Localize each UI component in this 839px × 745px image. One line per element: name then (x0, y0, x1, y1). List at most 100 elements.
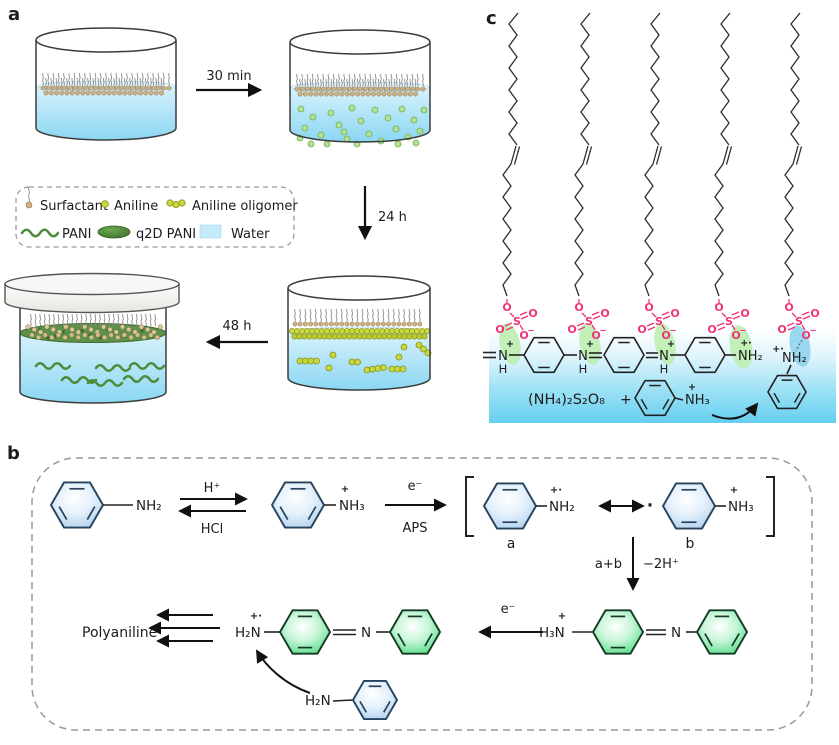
sulfate-atom: O (600, 307, 609, 320)
dimer-radical-cation: H₂N +· N (235, 609, 441, 655)
bracket-close (766, 476, 775, 537)
aps-oxidant-row: (NH₄)₂S₂O₈ + NH₃ + (528, 379, 759, 420)
sulfate-atom: O (707, 323, 716, 336)
terminal-radical-cation: +· (740, 338, 752, 349)
anilinium-radical-cation: +· (772, 344, 784, 355)
attack-curved-arrow-2 (255, 649, 311, 694)
n2-atom: N (578, 349, 588, 364)
anilinium-ion-paired: +· NH₂ (767, 339, 807, 410)
label-a: a (507, 536, 516, 552)
petri-lid (4, 272, 180, 314)
aniline-oligomers (296, 341, 432, 374)
alkyl-chain (784, 12, 803, 297)
benzene-ring (696, 609, 748, 655)
electrostatic-pairing-highlight (789, 325, 811, 367)
sulfate-atom: S (513, 315, 521, 328)
quinoid-ring (279, 609, 331, 655)
anilinium-nh3: NH₃ (339, 498, 365, 514)
quinoid-ring (592, 609, 644, 655)
coupling-step: a+b −2H⁺ (595, 537, 679, 591)
sulfate-atom: O (777, 323, 786, 336)
resonance-a-radical-cation: +· (550, 485, 562, 496)
surfactant-monolayer (25, 313, 163, 340)
protonated-dimer: H₃N + N (539, 609, 748, 655)
oxidation-step-2: e⁻ (478, 602, 543, 639)
polyaniline-label: Polyaniline (82, 625, 157, 641)
sulfate-atom: O (810, 307, 819, 320)
anilinium-charge: + (341, 484, 349, 495)
pani-chains (34, 362, 166, 387)
benzene-ring (767, 374, 807, 410)
aniline-ring-2 (352, 679, 398, 721)
water-icon (199, 224, 222, 239)
hcl-label: HCl (201, 522, 223, 537)
sulfate-atom: O (644, 301, 653, 314)
dimer-h3n-charge: + (558, 611, 566, 622)
sulfate-atom: S (725, 315, 733, 328)
legend-aniline-oligomer-label: Aniline oligomer (192, 199, 298, 214)
sulfate-atom: − (669, 326, 676, 336)
sulfate-atom: − (599, 326, 606, 336)
mechanism-box (31, 457, 813, 731)
n1-atom: N (498, 349, 508, 364)
alkyl-chain (714, 12, 733, 297)
panel-c-label: c (486, 8, 497, 29)
sulfate-atom: O (519, 329, 528, 342)
sulfate-atom: O (670, 307, 679, 320)
surfactant-monolayer (292, 308, 423, 327)
benzene-ring (684, 336, 726, 374)
surfactant-icon (25, 186, 33, 209)
sulfate-atom: O (731, 329, 740, 342)
propagation-step: Polyaniline (82, 608, 220, 648)
n2-charge: + (586, 339, 594, 350)
aniline-icon (101, 200, 109, 208)
sulfate-atom: O (574, 301, 583, 314)
alkyl-chain (644, 12, 663, 297)
aps-label: APS (403, 521, 428, 536)
radical-cation-ring-b (662, 482, 716, 530)
radical-cation-ring-a (483, 482, 537, 530)
sulfate-atom: − (739, 326, 746, 336)
sulfate-atom: O (784, 301, 793, 314)
legend-q2d-pani-label: q2D PANI (136, 227, 196, 242)
sulfate-atom: − (527, 326, 534, 336)
minus-2h-label: −2H⁺ (643, 557, 679, 572)
oligomer-surface-layer (288, 327, 430, 340)
sulfate-atom: O (714, 301, 723, 314)
time-30min-label: 30 min (206, 69, 251, 84)
pani-chain-structure: N + H N + H N + H NH₂ +· (483, 336, 763, 376)
aniline-monomer-attack: H₂N (255, 649, 398, 721)
anilinium-nh3-charge: + (688, 382, 696, 393)
surfactant-monolayer (40, 72, 172, 96)
alkyl-chain (502, 12, 521, 297)
arrow-48h: 48 h (205, 319, 268, 350)
quinoid-ring (603, 336, 645, 374)
e-minus-label-2: e⁻ (501, 602, 516, 617)
sulfate-atom: S (585, 315, 593, 328)
reactive-site-highlights (499, 323, 811, 369)
attack-curved-arrow (711, 402, 759, 420)
legend-surfactant-label: Surfactant (40, 199, 108, 214)
n3-charge: + (667, 339, 675, 350)
sulfate-atom: O (528, 307, 537, 320)
panel-a-label: a (8, 4, 20, 25)
dimer2-imine-n: N (361, 625, 371, 641)
aniline-oligomer-icon (166, 199, 186, 209)
n2-h: H (579, 362, 588, 376)
n1-charge: + (506, 339, 514, 350)
beaker-30min (289, 29, 431, 148)
sulfate-atom: O (502, 301, 511, 314)
alkyl-chain (574, 12, 593, 297)
surfactant-alkyl-chains (502, 12, 803, 297)
aniline-nh2: NH₂ (136, 498, 162, 514)
time-24h-label: 24 h (378, 210, 407, 225)
plus-sign: + (620, 392, 632, 408)
pani-icon (20, 228, 60, 238)
sulfate-atom: O (801, 329, 810, 342)
sulfate-atom: O (495, 323, 504, 336)
monomer-h2n: H₂N (305, 693, 331, 709)
